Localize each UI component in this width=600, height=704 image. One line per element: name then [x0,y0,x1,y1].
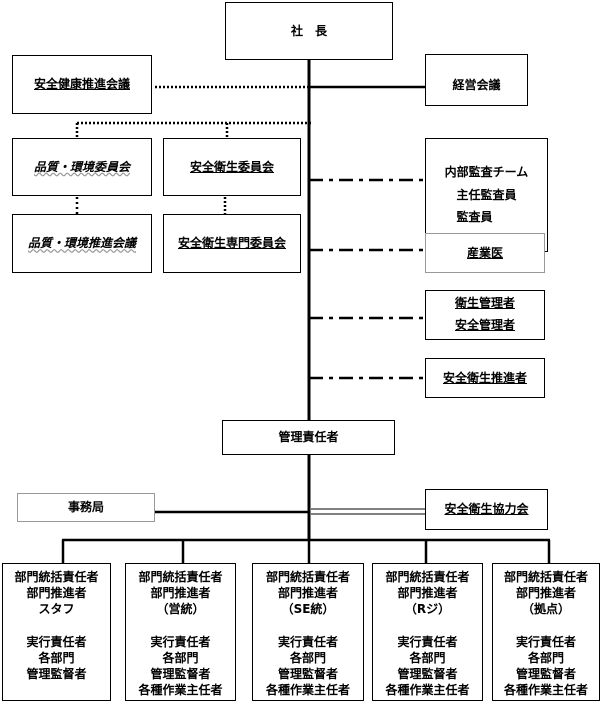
label: 経営会議 [452,77,501,92]
department-line: 各種作業主任者 [265,683,350,698]
managers-box: 衛生管理者 安全管理者 [425,290,545,340]
president-label: 社 長 [290,23,327,38]
department-line: 各種作業主任者 [503,683,588,698]
department-line: （営統） [156,602,205,617]
department-box: 部門統括責任者部門推進者（拠点） 実行責任者各部門管理監督者各種作業主任者 [492,563,600,701]
label: 安全衛生推進者 [442,370,527,385]
department-line: 部門統括責任者 [14,570,99,584]
department-line: （SE統） [281,602,335,617]
department-line: 管理監督者 [277,666,338,681]
department-line: 管理監督者 [515,666,576,681]
label: 安全衛生協力会 [444,502,529,517]
department-line: 各部門 [162,650,199,665]
industrial-physician-box: 産業医 [425,233,545,273]
department-line: 実行責任者 [397,634,458,649]
department-box: 部門統括責任者部門推進者（営統） 実行責任者各部門管理監督者各種作業主任者 [125,563,236,701]
safety-health-promoter-box: 安全衛生推進者 [425,358,545,398]
department-line: 各部門 [409,650,446,665]
department-box: 部門統括責任者部門推進者（Rジ） 実行責任者各部門管理監督者各種作業主任者 [372,563,483,701]
department-box: 部門統括責任者部門推進者スタフ実行責任者各部門管理監督者 [2,563,111,701]
label: 事務局 [67,500,104,515]
department-line: 部門推進者 [150,586,211,601]
department-line: 各部門 [38,650,75,665]
secretariat-box: 事務局 [17,493,155,522]
department-line: 部門統括責任者 [265,570,350,584]
department-box: 部門統括責任者部門推進者（SE統） 実行責任者各部門管理監督者各種作業主任者 [252,563,364,701]
safety-health-expert-committee-box: 安全衛生専門委員会 [163,214,301,273]
label: 主任監査員 [456,187,517,202]
safety-health-cooperation-box: 安全衛生協力会 [425,489,548,530]
department-line: 管理監督者 [397,666,458,681]
department-line: スタフ [38,602,75,617]
label: 品質・環境委員会 [33,159,130,174]
department-line: 部門推進者 [277,586,338,601]
quality-env-promotion-meeting-box: 品質・環境推進会議 [12,214,152,273]
label: 安全衛生委員会 [189,159,274,174]
department-line: （拠点） [521,602,570,617]
department-line: 部門統括責任者 [138,570,223,584]
department-line: 管理監督者 [26,666,87,681]
department-line: 各部門 [527,650,564,665]
label: 安全管理者 [454,318,515,332]
label: 品質・環境推進会議 [27,236,136,251]
department-line: 部門推進者 [26,586,87,601]
safety-health-committee-box: 安全衛生委員会 [163,138,301,196]
management-meeting-box: 経営会議 [425,54,528,106]
department-line: 各部門 [289,650,326,665]
department-line: 部門統括責任者 [385,570,470,584]
department-line: 実行責任者 [277,634,338,649]
department-line: 各種作業主任者 [138,683,223,698]
quality-env-committee-box: 品質・環境委員会 [12,138,152,196]
department-line: 実行責任者 [515,634,576,649]
label: 衛生管理者 [454,296,515,311]
president-box: 社 長 [225,2,393,60]
label: 安全衛生専門委員会 [177,236,286,251]
department-line: 実行責任者 [150,634,211,649]
department-line: 実行責任者 [26,634,87,649]
department-line: 管理監督者 [150,666,211,681]
label: 産業医 [466,245,503,260]
management-representative-box: 管理責任者 [222,420,395,455]
safety-health-promotion-meeting-box: 安全健康推進会議 [12,55,152,114]
label: 内部監査チーム [444,164,529,179]
label: 管理責任者 [278,430,339,445]
label: 安全健康推進会議 [33,77,130,92]
department-line: 部門統括責任者 [503,570,588,584]
label: 監査員 [456,210,493,225]
department-line: 部門推進者 [515,586,576,601]
department-line: （Rジ） [404,602,451,617]
department-line: 各種作業主任者 [385,683,470,698]
department-line: 部門推進者 [397,586,458,601]
